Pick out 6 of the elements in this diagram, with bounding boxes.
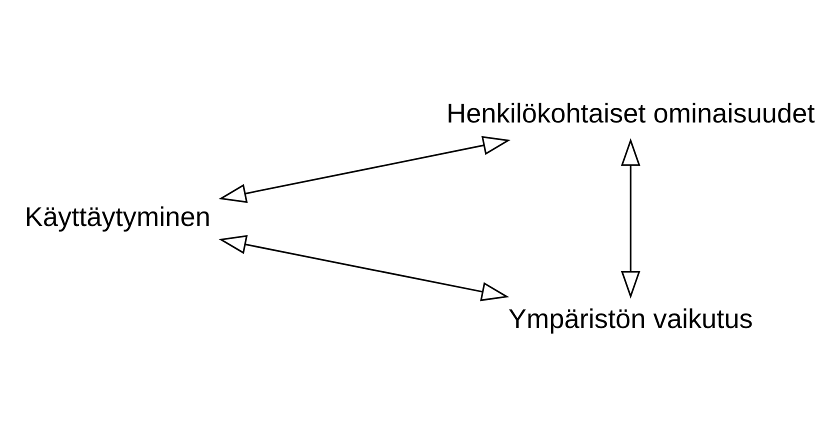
- node-text: Ympäristön vaikutus: [508, 302, 753, 334]
- arrow: [218, 135, 511, 203]
- node-text: Henkilökohtaiset ominaisuudet: [446, 97, 815, 128]
- arrow: [218, 234, 510, 301]
- arrow: [620, 138, 640, 298]
- node-text: Käyttäytyminen: [24, 200, 210, 232]
